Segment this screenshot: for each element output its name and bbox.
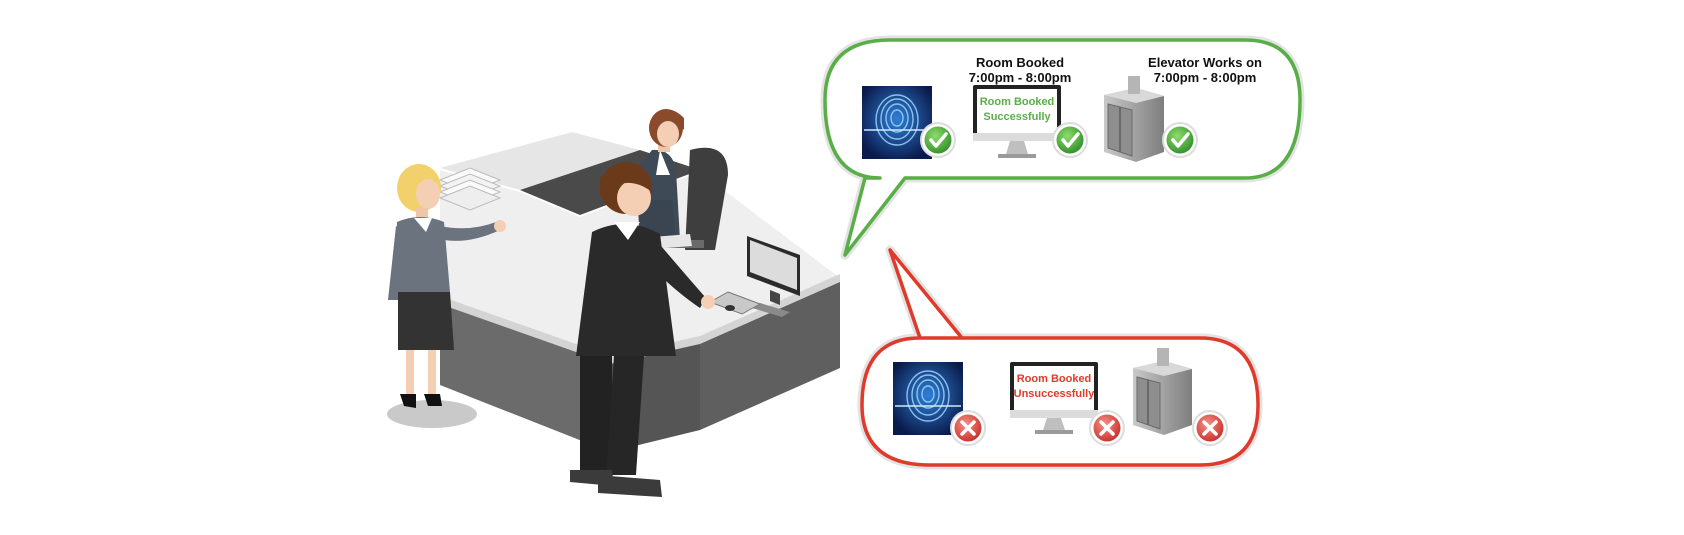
success-screen-line1: Room Booked [979,96,1055,108]
desk-front-left [440,300,610,452]
room-booked-title: Room Booked [975,55,1065,70]
desk-computer [708,236,800,317]
check-icon [1162,122,1198,158]
success-speech-bubble [820,35,1305,260]
cross-icon [1089,410,1125,446]
elevator-icon [1133,348,1192,435]
standing-woman [388,164,506,408]
room-booked-heading: Room Booked 7:00pm - 8:00pm [955,55,1085,85]
failure-speech-bubble [857,245,1263,470]
reception-scene [387,109,840,497]
failure-screen-line2: Unsuccessfully [1013,388,1095,400]
failure-screen-message: Room Booked Unsuccessfully [1010,372,1098,402]
elevator-time: 7:00pm - 8:00pm [1153,70,1257,85]
elevator-heading: Elevator Works on 7:00pm - 8:00pm [1130,55,1280,85]
elevator-icon [1104,76,1164,162]
cross-icon [1192,410,1228,446]
success-screen-message: Room Booked Successfully [977,95,1057,125]
failure-screen-line1: Room Booked [1016,373,1092,385]
desk-front-right [700,278,840,430]
paper-stack [438,167,502,211]
monitor-icon [1010,362,1098,434]
success-screen-line2: Successfully [983,111,1051,123]
check-icon [1052,122,1088,158]
floor-shadow [387,400,477,428]
monitor-icon [973,85,1061,158]
room-booked-time: 7:00pm - 8:00pm [968,70,1072,85]
fingerprint-scanner-icon [862,86,932,159]
fingerprint-scanner-icon [893,362,963,435]
elevator-title: Elevator Works on [1148,55,1262,70]
cross-icon [950,410,986,446]
man-in-suit [570,162,715,497]
check-icon [920,122,956,158]
